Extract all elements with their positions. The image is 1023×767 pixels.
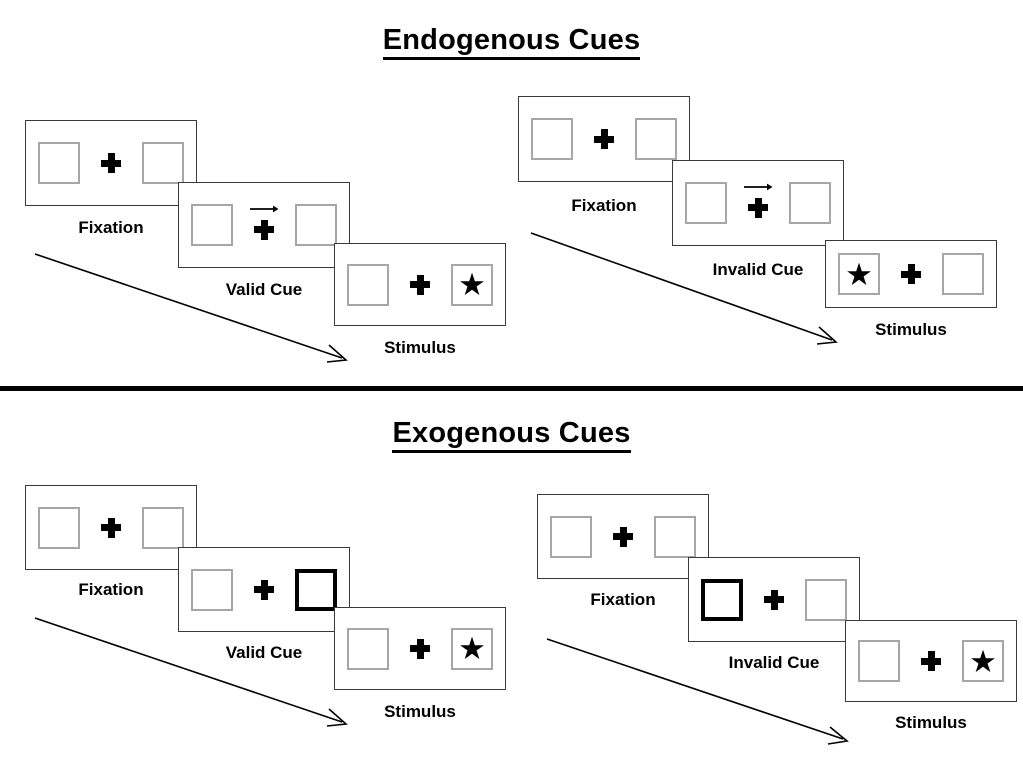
right-box xyxy=(789,182,831,224)
center-column xyxy=(94,507,128,549)
panel-content xyxy=(38,142,184,184)
right-box xyxy=(635,118,677,160)
panel-endogenous-invalid-stimulus[interactable]: ★ xyxy=(825,240,997,308)
center-column xyxy=(914,640,948,682)
center-column xyxy=(247,204,281,246)
center-column xyxy=(587,118,621,160)
caption-exogenous-valid-cue: Valid Cue xyxy=(225,643,303,662)
left-box xyxy=(858,640,900,682)
left-box: ★ xyxy=(838,253,880,295)
star-icon: ★ xyxy=(969,643,997,679)
right-box: ★ xyxy=(451,263,493,306)
right-box: ★ xyxy=(451,627,493,670)
left-box xyxy=(347,627,389,670)
panel-content xyxy=(685,182,831,224)
right-box xyxy=(654,515,696,558)
left-box-cued xyxy=(701,578,743,621)
panel-content xyxy=(38,506,184,549)
section-divider xyxy=(0,386,1023,391)
panel-exogenous-valid-fixation[interactable] xyxy=(25,485,197,570)
fixation-cross-icon xyxy=(901,264,921,284)
star-icon: ★ xyxy=(458,631,486,666)
center-column xyxy=(403,628,437,670)
panel-exogenous-invalid-cue[interactable] xyxy=(688,557,860,642)
fixation-cross-icon xyxy=(101,517,121,538)
right-box-cued xyxy=(295,568,337,611)
panel-content xyxy=(550,515,696,558)
fixation-cross-icon xyxy=(748,197,768,218)
caption-endogenous-valid-stimulus: Stimulus xyxy=(384,338,456,357)
panel-endogenous-valid-stimulus[interactable]: ★ xyxy=(334,243,506,326)
right-box xyxy=(942,253,984,295)
center-column xyxy=(94,142,128,184)
fixation-cross-icon xyxy=(410,274,430,295)
section-title-endogenous-text: Endogenous Cues xyxy=(382,24,641,60)
panel-exogenous-valid-stimulus[interactable]: ★ xyxy=(334,607,506,690)
time-flow-arrow-exogenous-invalid-icon xyxy=(546,638,849,745)
caption-endogenous-invalid-cue: Invalid Cue xyxy=(712,260,804,279)
right-box xyxy=(295,204,337,246)
panel-exogenous-valid-cue[interactable] xyxy=(178,547,350,632)
panel-endogenous-valid-fixation[interactable] xyxy=(25,120,197,206)
right-box xyxy=(142,506,184,549)
panel-content: ★ xyxy=(347,627,493,670)
arrow-right-icon xyxy=(744,183,773,191)
fixation-cross-icon xyxy=(410,638,430,659)
star-icon: ★ xyxy=(458,267,486,302)
panel-content: ★ xyxy=(858,640,1004,682)
arrow-right-icon xyxy=(250,205,279,213)
caption-exogenous-invalid-cue: Invalid Cue xyxy=(728,653,820,672)
fixation-cross-icon xyxy=(594,129,614,149)
right-box xyxy=(142,142,184,184)
center-column xyxy=(894,253,928,295)
panel-endogenous-invalid-cue[interactable] xyxy=(672,160,844,246)
fixation-cross-icon xyxy=(921,651,941,671)
caption-endogenous-valid-fixation: Fixation xyxy=(78,218,144,237)
center-column xyxy=(757,579,791,621)
left-box xyxy=(38,142,80,184)
panel-content xyxy=(191,204,337,246)
caption-endogenous-valid-cue: Valid Cue xyxy=(225,280,303,299)
center-column xyxy=(403,264,437,306)
caption-exogenous-invalid-stimulus: Stimulus xyxy=(895,713,967,732)
panel-content: ★ xyxy=(347,263,493,306)
star-icon: ★ xyxy=(845,256,873,292)
center-column xyxy=(247,569,281,611)
left-box xyxy=(191,568,233,611)
panel-endogenous-valid-cue[interactable] xyxy=(178,182,350,268)
left-box xyxy=(347,263,389,306)
left-box xyxy=(191,204,233,246)
fixation-cross-icon xyxy=(101,153,121,173)
panel-content: ★ xyxy=(838,253,984,295)
caption-endogenous-invalid-stimulus: Stimulus xyxy=(875,320,947,339)
left-box xyxy=(38,506,80,549)
panel-exogenous-invalid-stimulus[interactable]: ★ xyxy=(845,620,1017,702)
right-box: ★ xyxy=(962,640,1004,682)
fixation-cross-icon xyxy=(254,579,274,600)
panel-exogenous-invalid-fixation[interactable] xyxy=(537,494,709,579)
left-box xyxy=(531,118,573,160)
panel-endogenous-invalid-fixation[interactable] xyxy=(518,96,690,182)
center-column xyxy=(741,182,775,224)
panel-content xyxy=(531,118,677,160)
section-title-exogenous: Exogenous Cues xyxy=(0,417,1023,453)
right-box xyxy=(805,578,847,621)
left-box xyxy=(550,515,592,558)
fixation-cross-icon xyxy=(254,219,274,240)
center-column xyxy=(606,516,640,558)
section-title-endogenous: Endogenous Cues xyxy=(0,24,1023,60)
section-title-exogenous-text: Exogenous Cues xyxy=(392,417,631,453)
fixation-cross-icon xyxy=(764,589,784,610)
fixation-cross-icon xyxy=(613,526,633,547)
caption-exogenous-valid-stimulus: Stimulus xyxy=(384,702,456,721)
panel-content xyxy=(701,578,847,621)
caption-endogenous-invalid-fixation: Fixation xyxy=(571,196,637,215)
caption-exogenous-invalid-fixation: Fixation xyxy=(590,590,656,609)
panel-content xyxy=(191,568,337,611)
time-flow-arrow-endogenous-invalid-icon xyxy=(530,232,838,345)
caption-exogenous-valid-fixation: Fixation xyxy=(78,580,144,599)
left-box xyxy=(685,182,727,224)
